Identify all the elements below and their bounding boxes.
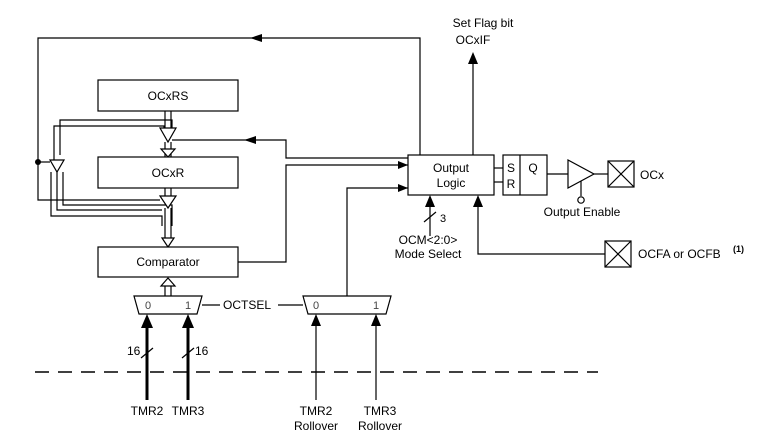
octsel-wire: OCTSEL — [202, 298, 303, 312]
tmr3-rollover-input: TMR3 Rollover — [358, 314, 402, 433]
output-logic-to-ocxr-wire — [172, 136, 408, 159]
latch-to-ocx-wire: Output Enable — [544, 158, 621, 219]
tmr3-rollover-label-2: Rollover — [358, 419, 402, 433]
output-logic-to-latch-wires — [494, 167, 503, 183]
ocm-label-1: OCM<2:0> — [399, 233, 458, 247]
ocx-pin: OCx — [607, 160, 664, 188]
ocxr-label: OCxR — [152, 166, 185, 180]
output-logic-label-1: Output — [433, 161, 470, 175]
ocfa-ocfb-label: OCFA or OCFB — [638, 247, 721, 261]
ocx-label: OCx — [640, 168, 664, 182]
rollover-select-mux: 0 1 — [302, 295, 392, 315]
sr-latch: S R Q — [502, 154, 548, 196]
set-flag-wire: Set Flag bit OCxIF — [453, 16, 514, 155]
sr-latch-s: S — [507, 161, 515, 175]
tmr3-rollover-label-1: TMR3 — [364, 404, 397, 418]
ocfa-ocfb-pin: OCFA or OCFB (1) — [473, 195, 744, 268]
set-flag-label-1: Set Flag bit — [453, 16, 514, 30]
tmr3-label: TMR3 — [172, 404, 205, 418]
tmr2-label: TMR2 — [131, 404, 164, 418]
comparator-to-output-logic-wire — [238, 161, 408, 263]
ocm-width-label: 3 — [440, 213, 446, 225]
feedback-loop-wire — [37, 34, 421, 201]
tmr2-rollover-label-2: Rollover — [294, 419, 338, 433]
mux-right-in1: 1 — [373, 300, 379, 312]
ocm-label-2: Mode Select — [395, 247, 462, 261]
ocxrs-to-ocxr-bus — [158, 111, 178, 158]
comparator-block: Comparator — [97, 246, 239, 278]
timer-select-mux: 0 1 — [133, 295, 203, 315]
tmr3-bus: 16 TMR3 — [172, 314, 209, 418]
tmr3-width-label: 16 — [195, 344, 209, 358]
ocfa-ocfb-note: (1) — [733, 244, 744, 254]
comparator-label: Comparator — [136, 255, 199, 269]
ocxrs-label: OCxRS — [148, 89, 189, 103]
ocxr-register: OCxR — [97, 156, 239, 189]
sr-latch-q: Q — [528, 161, 537, 175]
sr-latch-r: R — [507, 177, 516, 191]
tmr2-bus: 16 TMR2 — [127, 314, 164, 418]
tmr2-width-label: 16 — [127, 344, 141, 358]
output-logic-block: Output Logic — [407, 154, 495, 196]
mux-right-in0: 0 — [313, 300, 319, 312]
octsel-label: OCTSEL — [223, 298, 271, 312]
output-enable-label: Output Enable — [544, 205, 621, 219]
set-flag-label-2: OCxIF — [456, 33, 491, 47]
mux-left-in0: 0 — [145, 300, 151, 312]
mux-to-comparator-bus — [159, 277, 177, 296]
left-bus-wiring — [35, 119, 173, 226]
rollover-to-output-logic-wire — [346, 184, 408, 296]
mux-left-in1: 1 — [185, 300, 191, 312]
tmr2-rollover-label-1: TMR2 — [300, 404, 333, 418]
ocxr-to-comparator-bus — [158, 188, 178, 249]
output-logic-label-2: Logic — [437, 176, 466, 190]
tmr2-rollover-input: TMR2 Rollover — [294, 314, 338, 433]
ocxrs-register: OCxRS — [97, 79, 239, 112]
ocm-mode-select: 3 OCM<2:0> Mode Select — [395, 195, 462, 261]
